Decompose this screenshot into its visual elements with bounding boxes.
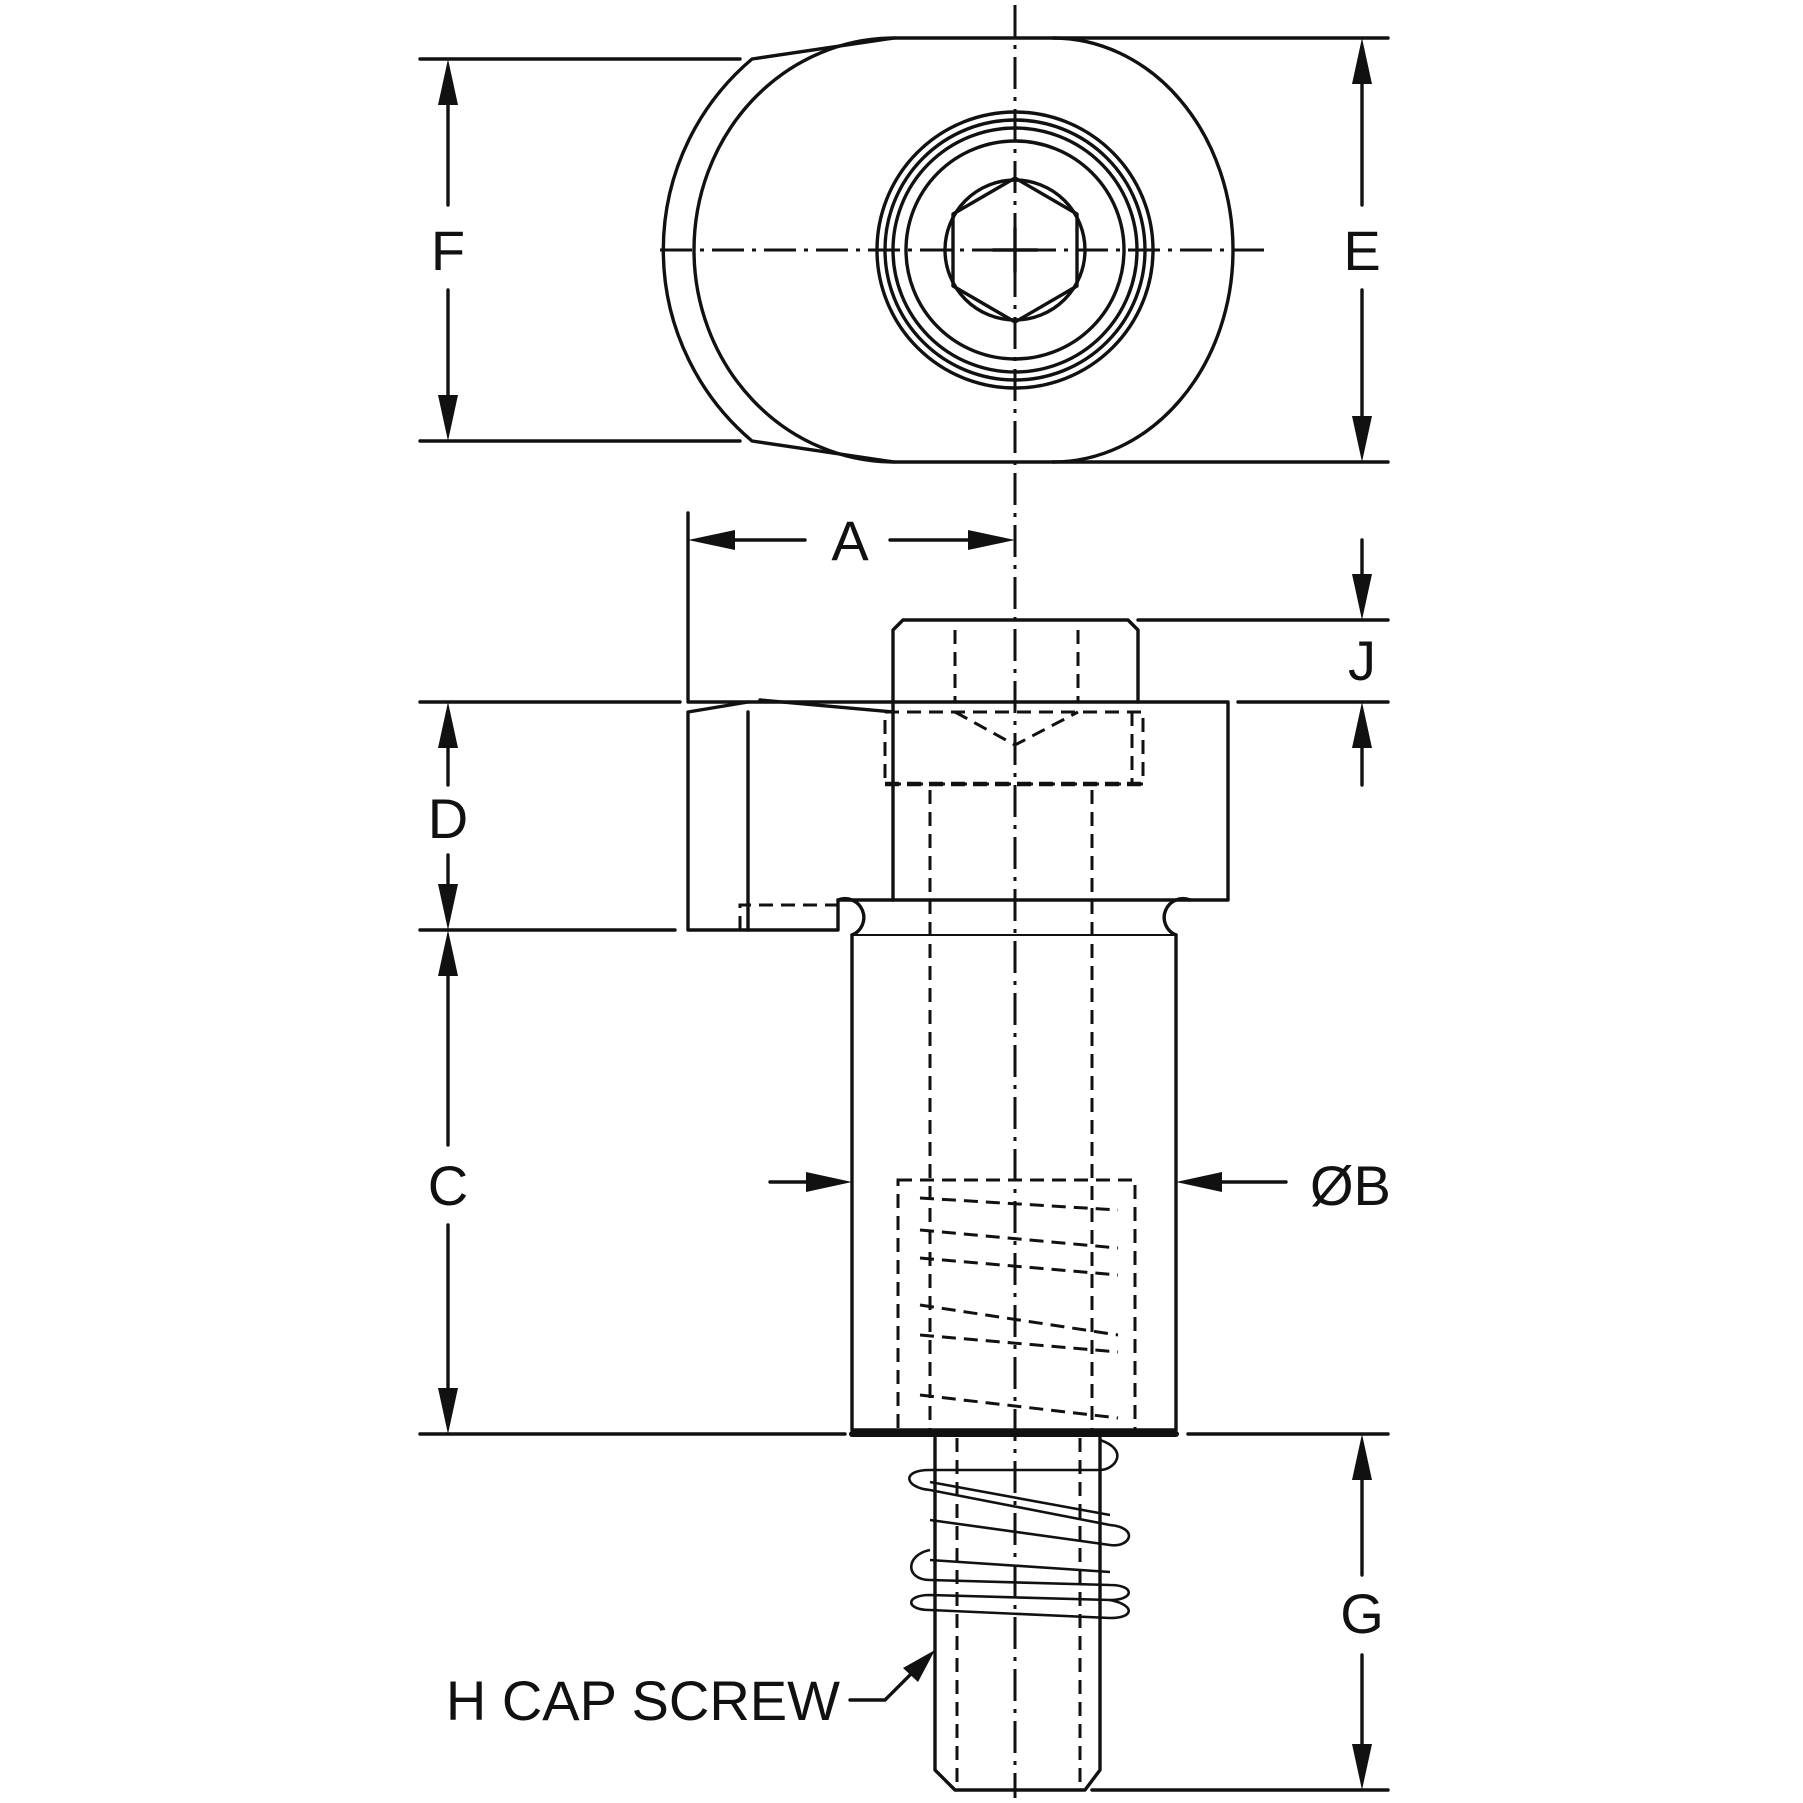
j-arrow-bottom xyxy=(1352,702,1372,748)
b-arrow-left xyxy=(806,1172,852,1192)
clamp-top-edge xyxy=(686,700,1230,902)
d-arrow-top xyxy=(438,702,458,748)
f-label: F xyxy=(431,219,465,282)
top-view xyxy=(660,36,1270,464)
h-cap-screw-label: H CAP SCREW xyxy=(446,1669,840,1732)
b-label: ØB xyxy=(1310,1154,1391,1217)
hidden-spring-coils xyxy=(919,1196,1119,1420)
j-label: J xyxy=(1348,629,1376,692)
groove-right xyxy=(1162,896,1192,937)
a-arrow-right xyxy=(968,530,1015,550)
c-arrow-top xyxy=(438,930,458,976)
a-arrow-left xyxy=(688,530,735,550)
clamp-bevel xyxy=(758,698,895,714)
c-label: C xyxy=(428,1154,468,1217)
g-arrow-top xyxy=(1352,1434,1372,1480)
g-label: G xyxy=(1340,1582,1384,1645)
e-arrow-top xyxy=(1352,38,1372,84)
e-label: E xyxy=(1343,219,1380,282)
dimensions: F E A J D xyxy=(418,36,1391,1792)
f-arrow-bottom xyxy=(438,395,458,441)
spring xyxy=(908,1438,1131,1620)
clamp-nose xyxy=(686,700,895,932)
screw-head xyxy=(891,618,1140,704)
top-view-inner-arc xyxy=(692,36,896,464)
h-leader-arrow xyxy=(903,1650,935,1682)
d-label: D xyxy=(428,787,468,850)
d-arrow-bottom xyxy=(438,884,458,930)
g-arrow-bottom xyxy=(1352,1744,1372,1790)
b-arrow-right xyxy=(1176,1172,1222,1192)
top-view-outline xyxy=(661,36,1235,464)
a-label: A xyxy=(831,509,869,572)
hidden-socket-cone xyxy=(954,710,1079,747)
screw-shank xyxy=(933,1436,1102,1792)
hidden-spring-bore xyxy=(896,1178,1137,1432)
hidden-nose-recess xyxy=(738,903,838,930)
j-arrow-top xyxy=(1352,574,1372,620)
e-arrow-bottom xyxy=(1352,416,1372,462)
side-view xyxy=(686,618,1230,1792)
c-arrow-bottom xyxy=(438,1388,458,1434)
f-arrow-top xyxy=(438,59,458,105)
hidden-screw-head xyxy=(883,710,1145,786)
groove-left xyxy=(836,896,866,937)
